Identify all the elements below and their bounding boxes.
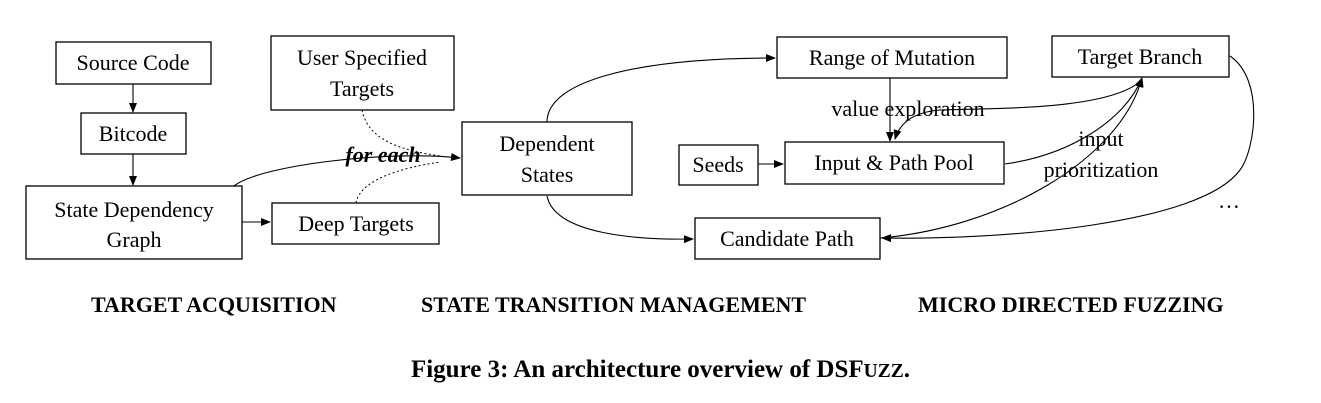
node-deep-targets-label: Deep Targets	[298, 211, 414, 236]
label-for-each: for each	[345, 142, 420, 167]
edge-sdg-to-dependent-states	[233, 153, 461, 187]
section-state-transition-management: STATE TRANSITION MANAGEMENT	[421, 292, 807, 317]
node-dependent-states-label-line2: States	[521, 162, 574, 187]
node-input-path-pool: Input & Path Pool	[784, 141, 1005, 185]
node-user-targets-label-line2: Targets	[330, 76, 394, 101]
node-deep-targets: Deep Targets	[271, 202, 440, 245]
edge-dependent-to-range	[546, 54, 776, 123]
node-sdg-label-line2: Graph	[107, 227, 162, 252]
node-input-path-pool-label: Input & Path Pool	[814, 150, 974, 175]
node-dependent-states-label-line1: Dependent	[499, 131, 594, 156]
edge-dependent-to-candidate	[546, 195, 694, 244]
caption-suffix: .	[903, 356, 911, 383]
node-target-branch: Target Branch	[1051, 35, 1230, 78]
edge-target-to-candidate	[881, 55, 1255, 243]
edge-deep-targets-dotted	[355, 161, 441, 204]
node-target-branch-label: Target Branch	[1078, 44, 1203, 69]
edge-user-targets-dotted	[361, 109, 441, 157]
section-micro-directed-fuzzing: MICRO DIRECTED FUZZING	[918, 292, 1224, 317]
edges	[129, 54, 1255, 244]
node-user-targets-label-line1: User Specified	[297, 45, 427, 70]
label-ellipsis: …	[1218, 188, 1240, 213]
node-range-of-mutation-label: Range of Mutation	[809, 45, 975, 70]
edge-pool-to-target	[1004, 77, 1143, 165]
node-candidate-path: Candidate Path	[694, 217, 881, 260]
node-state-dependency-graph: State Dependency Graph	[25, 185, 243, 260]
section-target-acquisition: TARGET ACQUISITION	[91, 292, 337, 317]
edge-target-to-pool-value-exploration	[893, 79, 1143, 140]
caption-small-caps: UZZ	[863, 361, 904, 382]
node-user-specified-targets: User Specified Targets	[270, 35, 455, 111]
node-range-of-mutation: Range of Mutation	[776, 36, 1008, 79]
edge-candidate-to-target	[879, 77, 1144, 239]
label-value-exploration: value exploration	[831, 96, 984, 121]
node-source-code: Source Code	[55, 41, 212, 85]
node-candidate-path-label: Candidate Path	[720, 226, 854, 251]
node-bitcode-label: Bitcode	[99, 121, 167, 146]
node-sdg-label-line1: State Dependency	[54, 197, 213, 222]
node-source-code-label: Source Code	[76, 50, 189, 75]
label-input-prioritization-line1: input	[1078, 126, 1123, 151]
node-bitcode: Bitcode	[80, 112, 187, 155]
node-seeds: Seeds	[678, 144, 759, 186]
architecture-diagram: Source Code Bitcode State Dependency Gra…	[25, 35, 1255, 260]
node-dependent-states: Dependent States	[461, 121, 633, 196]
caption-prefix: Figure 3: An architecture overview of DS…	[410, 356, 864, 383]
node-seeds-label: Seeds	[692, 152, 743, 177]
label-input-prioritization-line2: prioritization	[1044, 157, 1159, 182]
figure-caption: Figure 3: An architecture overview of DS…	[0, 356, 1321, 384]
